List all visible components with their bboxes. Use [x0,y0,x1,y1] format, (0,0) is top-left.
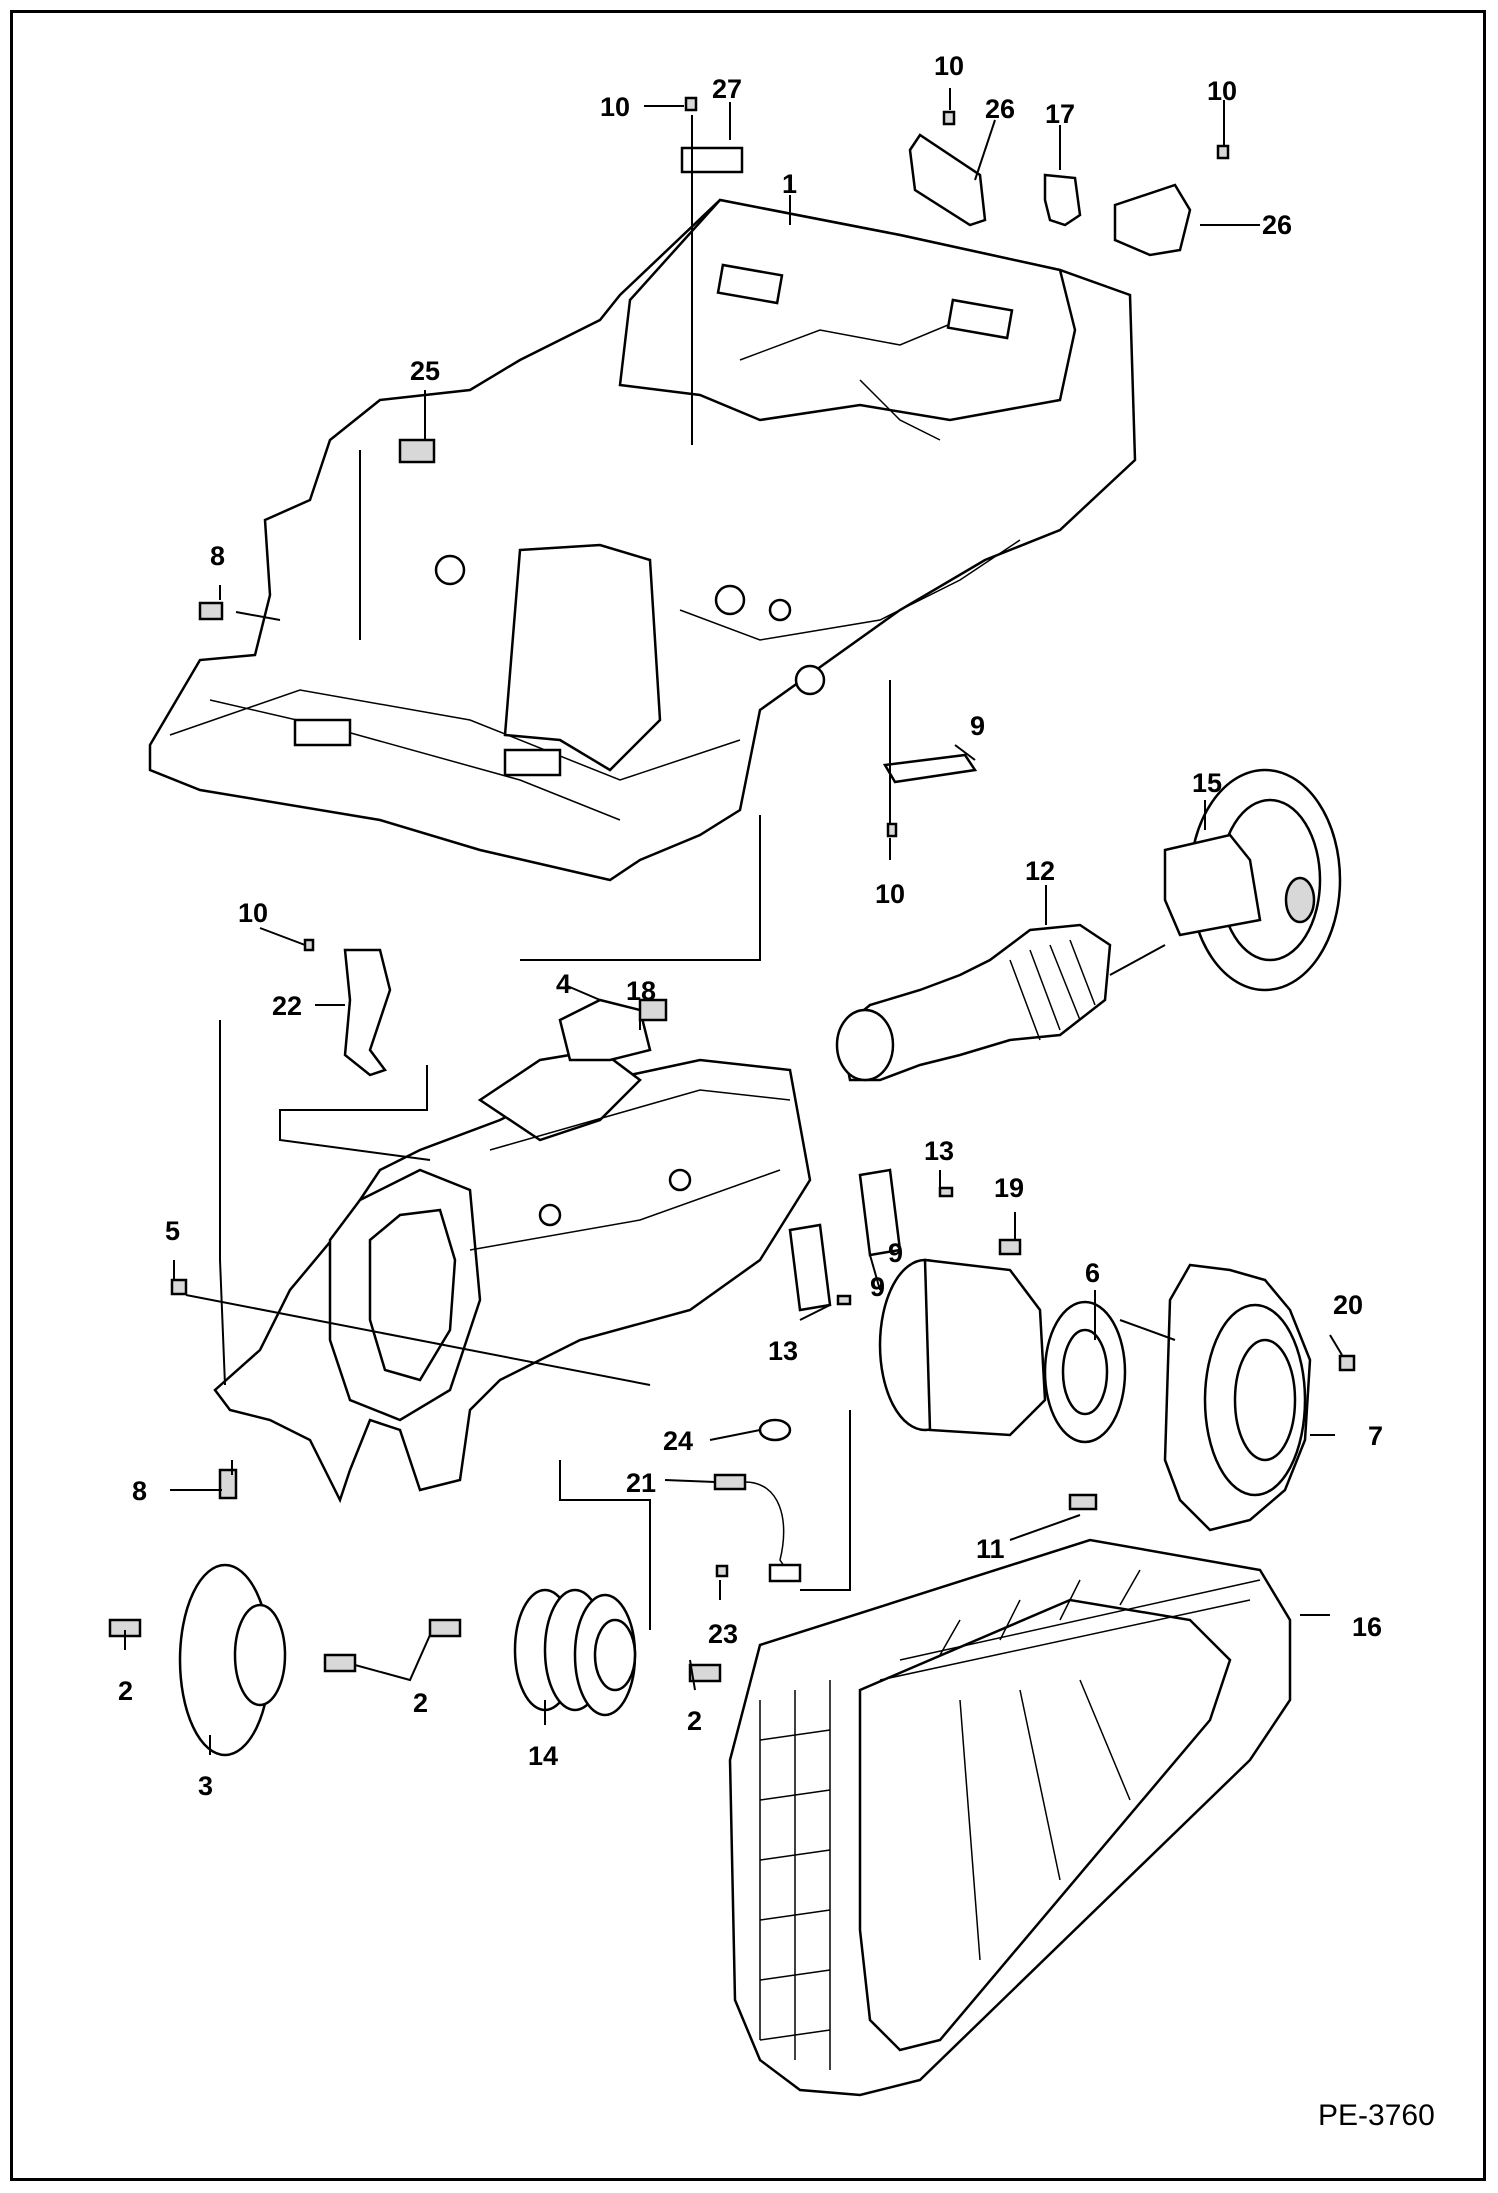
bolt-13-icon [836,1294,852,1306]
callout-1: 1 [782,169,797,199]
callout-26: 26 [985,94,1015,124]
callout-6: 6 [1085,1258,1100,1288]
callout-10: 10 [875,879,905,909]
callout-8: 8 [132,1476,147,1506]
cover-26-right [1113,183,1192,257]
plate-9-top [882,753,978,784]
callout-11: 11 [976,1534,1005,1564]
pad-25 [398,438,436,464]
bracket-22 [343,948,392,1077]
bolt-2-icon [428,1618,462,1638]
callout-27: 27 [712,74,742,104]
bolt-13-icon [938,1186,954,1198]
drawing-code: PE-3760 [1318,2099,1435,2132]
callout-4: 4 [556,969,571,999]
bolt-10-icon [303,938,315,952]
nut-10-icon [942,110,956,126]
nut-10-icon [1216,144,1230,160]
nut-20-icon [1338,1354,1356,1372]
nut-5-icon [170,1278,188,1296]
callout-24: 24 [663,1426,693,1456]
callout-8: 8 [210,541,225,571]
bolt-2-icon [323,1653,357,1673]
nut-10-icon [684,96,698,112]
callout-22: 22 [272,991,302,1021]
speed-sensor [713,1418,802,1583]
callout-15: 15 [1192,768,1222,798]
callout-10: 10 [934,51,964,81]
callout-20: 20 [1333,1290,1363,1320]
callout-19: 19 [994,1173,1024,1203]
rollers [108,1563,722,1757]
callout-3: 3 [198,1771,213,1801]
bolt-2-icon [688,1663,722,1683]
cover-26-left [908,133,987,227]
main-frame [148,198,1137,882]
bolt-11-icon [1068,1493,1098,1511]
callout-18: 18 [626,976,656,1006]
pin-19-icon [998,1238,1022,1256]
callout-2: 2 [413,1688,428,1718]
callout-14: 14 [528,1741,558,1771]
plate-9-low [788,1223,832,1312]
front-idler [1163,768,1342,992]
rubber-track [728,1538,1292,2097]
callout-10: 10 [1207,76,1237,106]
callout-5: 5 [165,1216,180,1246]
callout-10: 10 [238,898,268,928]
callout-12: 12 [1025,856,1055,886]
track-frame [213,998,812,1504]
leader-lines [124,88,1343,1755]
callout-21: 21 [626,1468,656,1498]
callout-17: 17 [1045,99,1075,129]
callout-13: 13 [768,1336,798,1366]
callout-2: 2 [118,1676,133,1706]
bolt-10-icon [886,822,898,838]
bolt-8-icon [198,601,224,621]
callout-13: 13 [924,1136,954,1166]
callout-26: 26 [1262,210,1292,240]
callout-labels: 10 27 10 26 17 10 26 1 25 8 9 10 15 12 1… [118,51,1383,1801]
track-tensioner [835,923,1112,1082]
bracket-17 [1043,173,1082,227]
callout-23: 23 [708,1619,738,1649]
callout-16: 16 [1352,1612,1382,1642]
callout-10: 10 [600,92,630,122]
drive-motor-assembly [878,1258,1356,1532]
callout-2: 2 [687,1706,702,1736]
bolt-8-icon [218,1468,238,1500]
callout-25: 25 [410,356,440,386]
callout-9: 9 [888,1238,903,1268]
callout-9: 9 [970,711,985,741]
callout-7: 7 [1368,1421,1383,1451]
callout-9: 9 [870,1272,885,1302]
plate-9-mid [858,1168,902,1257]
